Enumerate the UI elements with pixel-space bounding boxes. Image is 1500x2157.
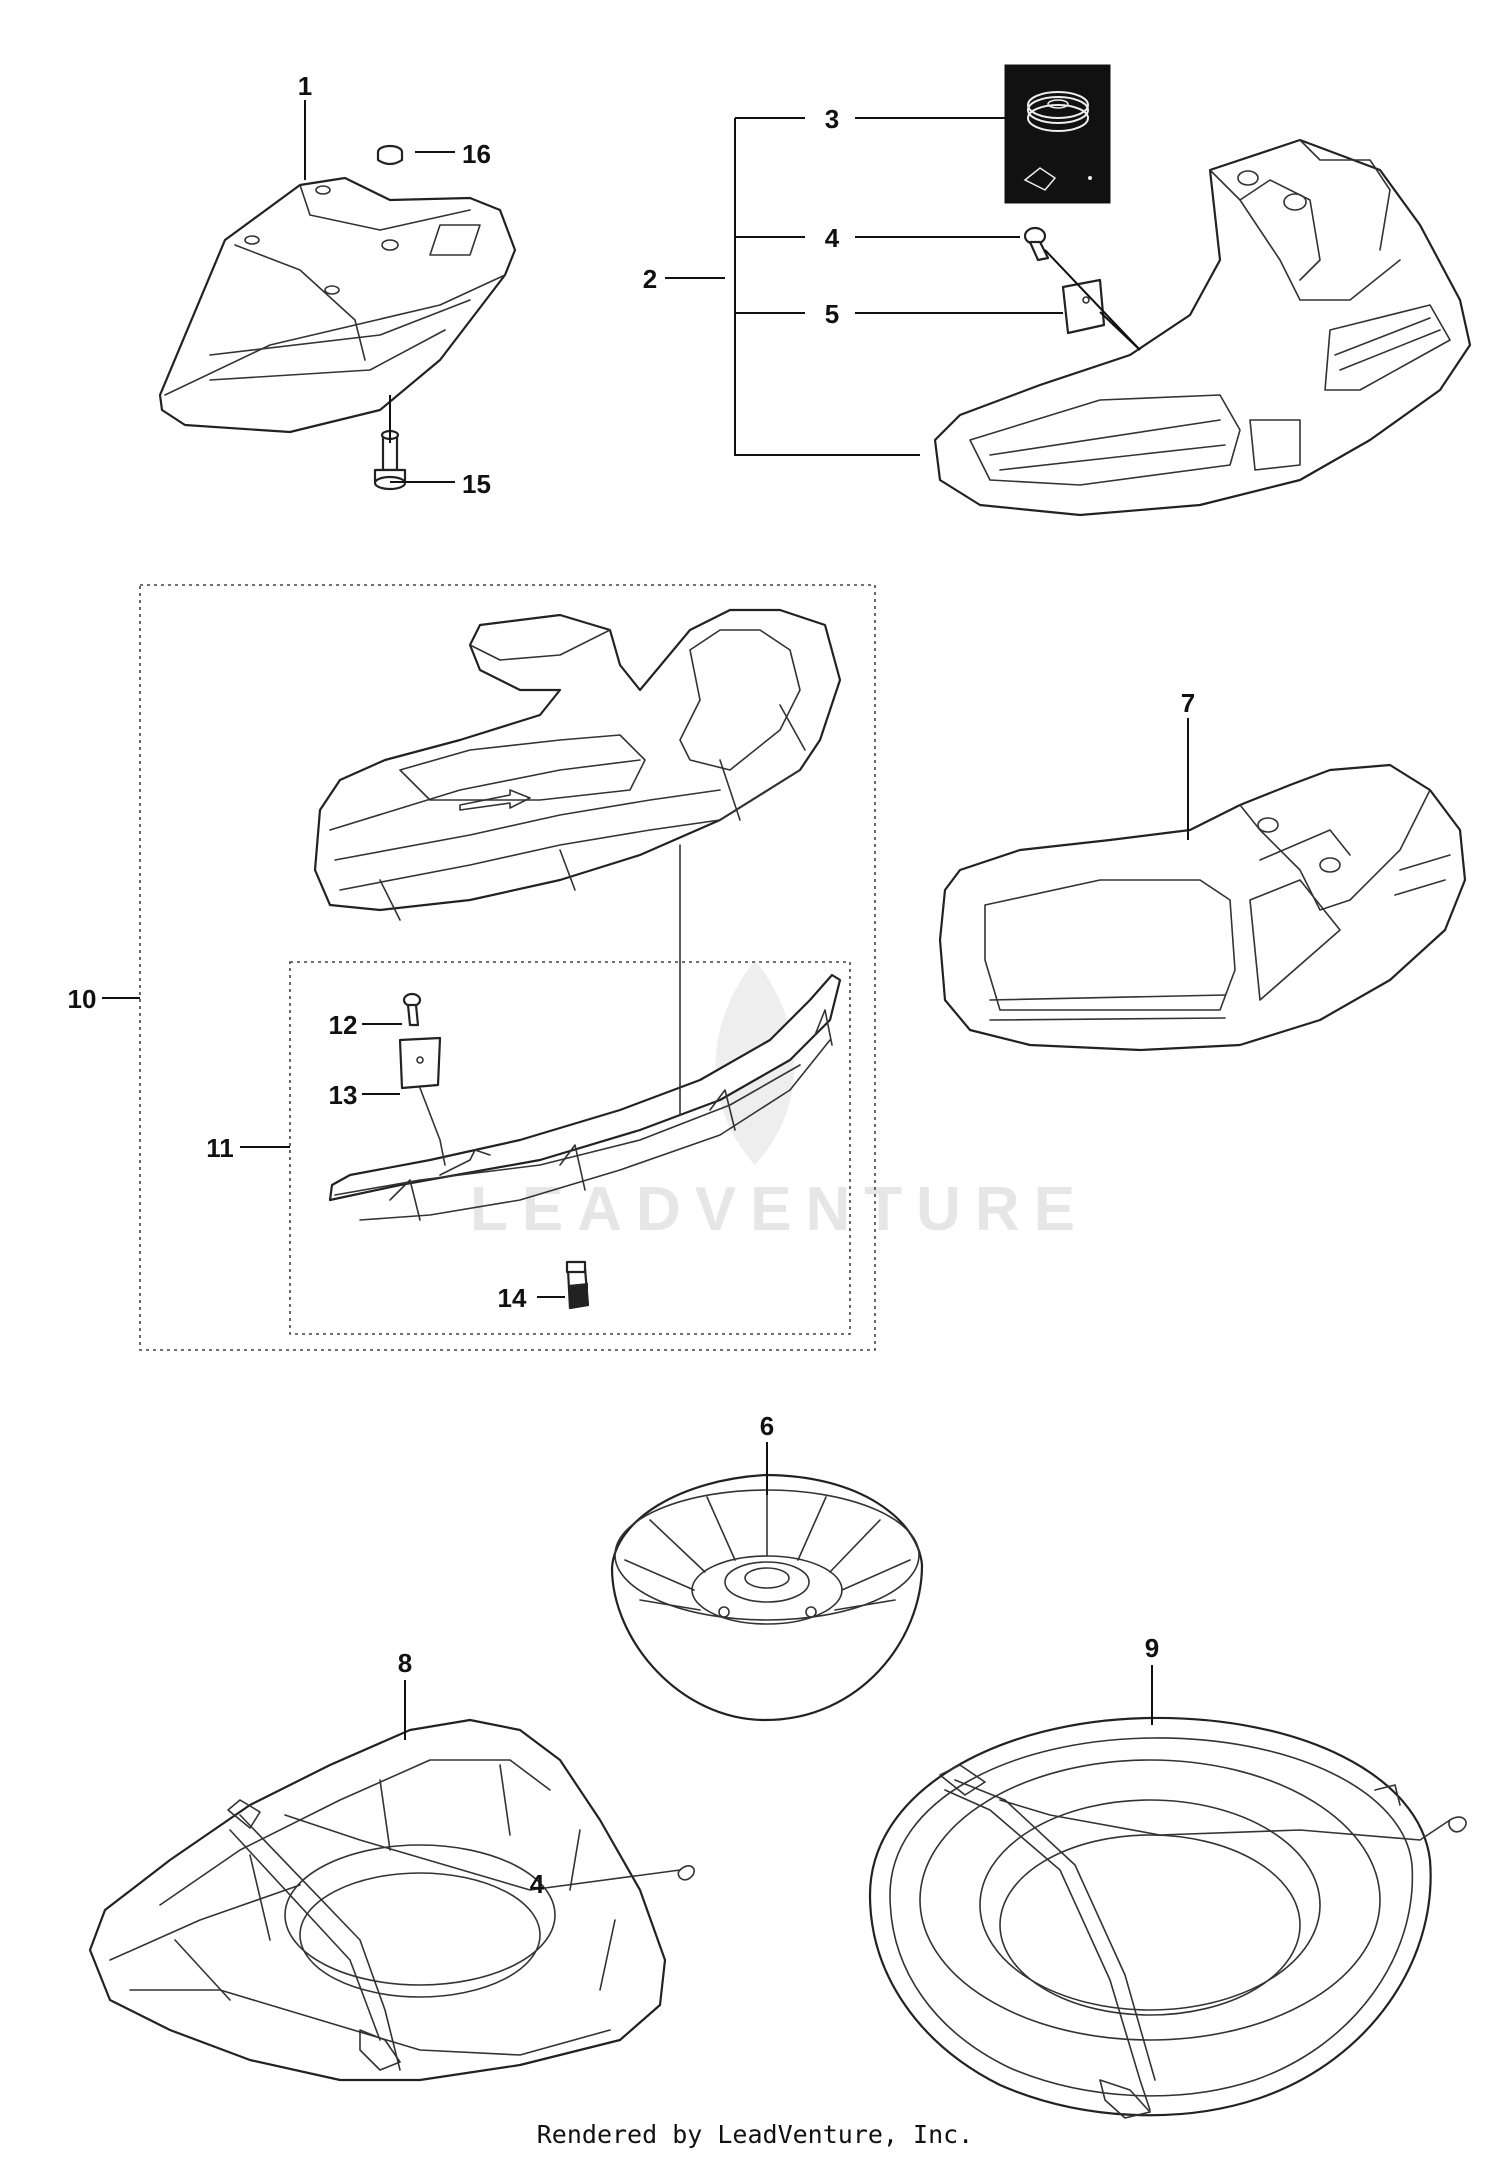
watermark: LEADVENTURE bbox=[470, 960, 1089, 1244]
part-6-cup[interactable] bbox=[610, 1473, 924, 1722]
part-9-guard[interactable] bbox=[868, 1716, 1467, 2119]
part-1-guard[interactable] bbox=[158, 176, 517, 434]
part-2-guard[interactable] bbox=[933, 138, 1472, 517]
callout-4: 4 bbox=[825, 223, 840, 253]
part-12-screw[interactable] bbox=[402, 992, 422, 1027]
callout-15: 15 bbox=[462, 469, 491, 499]
callout-14: 14 bbox=[498, 1283, 527, 1313]
part-11-blade-holder[interactable] bbox=[328, 973, 842, 1221]
part-13-leader-arc bbox=[419, 1087, 446, 1166]
part-5-blade[interactable] bbox=[1061, 278, 1106, 335]
part-7-guard[interactable] bbox=[938, 763, 1467, 1052]
watermark-text: LEADVENTURE bbox=[470, 1175, 1089, 1244]
callout-11: 11 bbox=[206, 1133, 234, 1163]
callout-5: 5 bbox=[825, 299, 839, 329]
part-16-washer[interactable] bbox=[376, 144, 404, 166]
callout-1: 1 bbox=[298, 71, 312, 101]
callout-10: 10 bbox=[68, 984, 97, 1014]
part-10-guard[interactable] bbox=[313, 608, 842, 921]
part-14-clip[interactable] bbox=[565, 1260, 590, 1310]
callout-2: 2 bbox=[643, 264, 657, 294]
callout-4-wire: 4 bbox=[530, 1869, 545, 1899]
part-3-line-spool-kit[interactable] bbox=[1004, 64, 1111, 204]
part-11-kit-box bbox=[289, 961, 851, 1335]
part-13-blade[interactable] bbox=[398, 1036, 442, 1090]
callout-12: 12 bbox=[329, 1010, 358, 1040]
part-4-screw[interactable] bbox=[1023, 226, 1050, 262]
footer-credit: Rendered by LeadVenture, Inc. bbox=[537, 2120, 974, 2149]
callout-6: 6 bbox=[760, 1411, 774, 1441]
callout-7: 7 bbox=[1181, 688, 1195, 718]
callout-9: 9 bbox=[1145, 1633, 1159, 1663]
callout-16: 16 bbox=[462, 139, 491, 169]
part-8-guard[interactable] bbox=[88, 1718, 695, 2082]
callout-8: 8 bbox=[398, 1648, 412, 1678]
callout-leaders bbox=[102, 100, 1189, 1740]
callout-3: 3 bbox=[825, 104, 839, 134]
callout-13: 13 bbox=[329, 1080, 358, 1110]
